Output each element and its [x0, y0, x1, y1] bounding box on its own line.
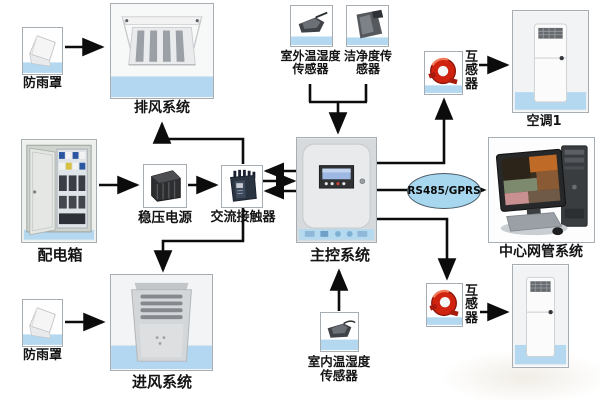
transformer-top-label: 互感器 — [464, 50, 478, 92]
node-air-conditioner-2 — [512, 264, 569, 368]
node-transformer-top — [424, 51, 463, 95]
outdoor-sensor-label: 室外温湿度 传感器 — [278, 49, 343, 77]
power-supply-image — [151, 170, 181, 202]
rain-cover-top-label: 防雨罩 — [22, 76, 62, 91]
cleanliness-sensor-image — [347, 9, 388, 46]
node-air-conditioner-1 — [512, 10, 589, 113]
network-mgmt-label: 中心网管系统 — [499, 244, 583, 260]
rain-cover-bottom-label: 防雨罩 — [22, 348, 62, 363]
node-network-mgmt — [488, 137, 595, 243]
outdoor-sensor-label-line2: 传感器 — [292, 62, 329, 77]
main-control-label: 主控系统 — [309, 246, 370, 264]
rain-cover-image — [23, 307, 62, 345]
stabilized-power-label: 稳压电源 — [138, 210, 192, 226]
air-conditioner-1-label: 空调1 — [526, 114, 562, 129]
intake-unit-image — [111, 275, 212, 370]
node-distribution-box — [21, 139, 97, 243]
node-cleanliness-sensor — [346, 5, 389, 47]
transformer-bottom-label: 互感器 — [464, 284, 478, 326]
cleanliness-sensor-label: 洁净度传 感器 — [339, 49, 397, 77]
transformer-ring-image — [425, 57, 462, 93]
indoor-sensor-image — [321, 320, 358, 351]
cleanliness-sensor-label-line2: 感器 — [355, 62, 380, 77]
comm-link-bubble: RS485/GPRS — [407, 173, 481, 209]
contactor-image — [230, 169, 257, 202]
arrow-contactor-to-exhaust — [152, 121, 245, 164]
node-indoor-sensor — [320, 312, 359, 352]
node-rain-cover-top — [22, 27, 63, 75]
outdoor-sensor-image — [291, 11, 332, 46]
exhaust-system-label: 排风系统 — [134, 100, 190, 116]
outdoor-sensor-label-line1: 室外温湿度 — [280, 49, 341, 63]
arrow-contactor-to-intake — [153, 208, 245, 273]
indoor-sensor-label-line2: 传感器 — [320, 368, 358, 383]
node-rain-cover-bottom — [22, 299, 63, 347]
air-conditioner-image — [513, 11, 588, 112]
node-outdoor-sensor — [290, 5, 333, 47]
node-intake-system — [110, 274, 213, 371]
cleanliness-sensor-label-line1: 洁净度传 — [343, 49, 392, 63]
node-exhaust-system — [110, 3, 214, 99]
node-main-control — [296, 137, 377, 243]
node-transformer-bottom — [426, 283, 463, 327]
exhaust-unit-image — [111, 4, 213, 98]
comm-link-label: RS485/GPRS — [407, 185, 481, 197]
intake-system-label: 进风系统 — [131, 373, 192, 391]
rain-cover-image — [23, 35, 62, 73]
node-stabilized-power — [143, 164, 187, 208]
ac-contactor-label: 交流接触器 — [210, 210, 276, 225]
computer-image — [489, 138, 594, 242]
node-ac-contactor — [221, 165, 263, 208]
indoor-sensor-label-line1: 室内温湿度 — [307, 354, 371, 369]
distribution-cabinet-image — [22, 140, 96, 242]
distribution-box-label: 配电箱 — [37, 246, 83, 264]
main-control-image — [297, 138, 376, 242]
indoor-sensor-label: 室内温湿度 传感器 — [306, 355, 372, 383]
arrow-maincontrol-to-transformer-top — [377, 97, 454, 165]
air-conditioner-image — [513, 265, 568, 367]
arrow-maincontrol-to-transformer-bottom — [377, 217, 457, 281]
transformer-ring-image — [427, 289, 462, 325]
